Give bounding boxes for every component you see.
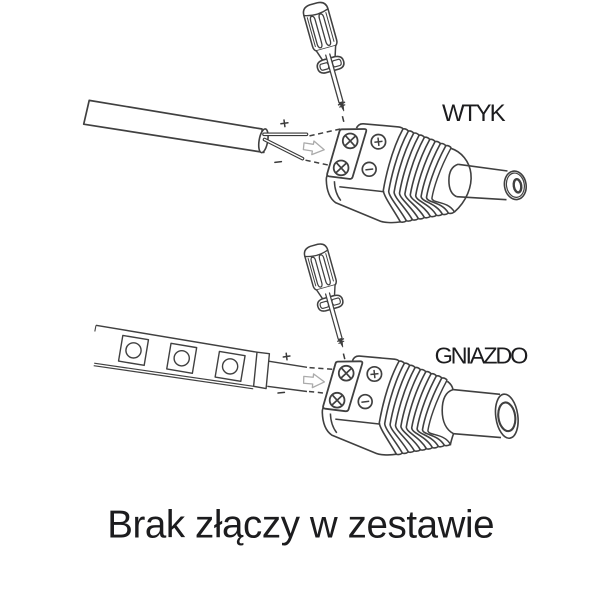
svg-text:WTYK: WTYK bbox=[442, 100, 506, 127]
svg-text:GNIAZDO: GNIAZDO bbox=[435, 343, 529, 369]
svg-text:Brak złączy w zestawie: Brak złączy w zestawie bbox=[107, 504, 494, 547]
